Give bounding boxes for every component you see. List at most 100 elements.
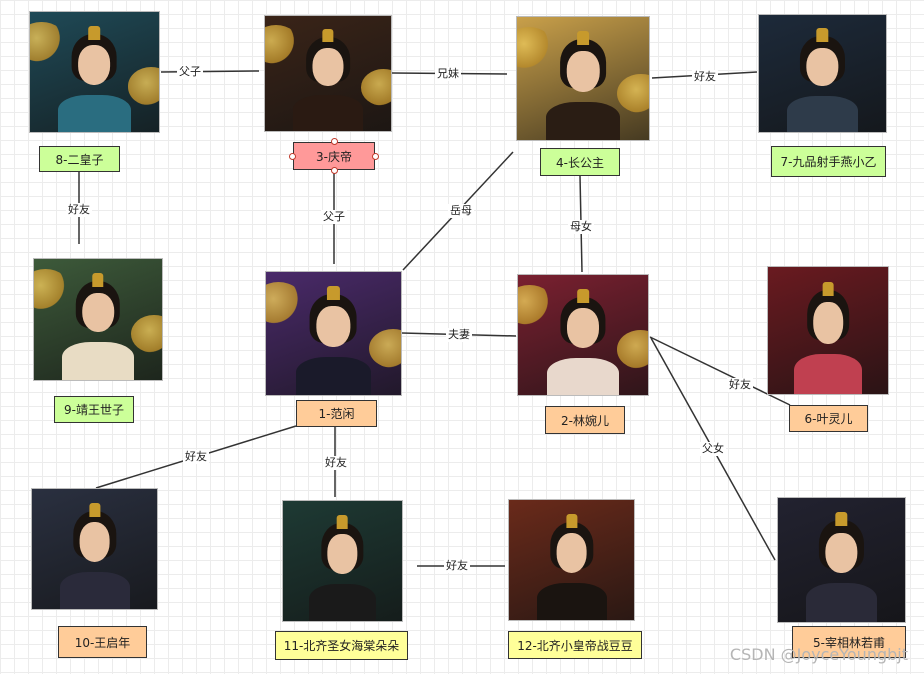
character-figure xyxy=(546,31,620,140)
node-label-n7[interactable]: 7-九品射手燕小乙 xyxy=(771,146,886,177)
crown-ornament xyxy=(835,512,848,527)
node-label-n11[interactable]: 11-北齐圣女海棠朵朵 xyxy=(275,631,408,660)
character-figure xyxy=(62,272,134,380)
crown-ornament xyxy=(577,288,589,303)
cloud-ornament xyxy=(131,314,162,354)
face xyxy=(79,522,110,562)
face xyxy=(566,51,600,92)
edge-n2-n6[interactable] xyxy=(649,336,791,406)
crown-ornament xyxy=(816,28,829,42)
portrait-n8[interactable] xyxy=(29,11,160,133)
node-label-n4[interactable]: 4-长公主 xyxy=(540,148,620,176)
crown-ornament xyxy=(822,281,834,297)
robe xyxy=(805,583,878,622)
robe xyxy=(58,94,131,132)
edge-label-n4-n2: 母女 xyxy=(568,220,594,234)
portrait-n3[interactable] xyxy=(264,15,392,132)
crown-ornament xyxy=(577,31,589,46)
face xyxy=(82,292,114,333)
edge-label-n1-n10: 好友 xyxy=(183,450,209,464)
crown-ornament xyxy=(92,272,104,287)
cloud-ornament xyxy=(617,73,649,113)
node-label-n5[interactable]: 5-宰相林若甫 xyxy=(792,626,906,658)
cloud-ornament xyxy=(616,330,648,369)
portrait-n9[interactable] xyxy=(33,258,163,381)
edge-label-n2-n5: 父女 xyxy=(700,442,726,456)
crown-ornament xyxy=(337,514,348,529)
character-figure xyxy=(292,29,364,131)
robe xyxy=(59,571,130,609)
robe xyxy=(536,582,607,620)
selection-handle[interactable] xyxy=(331,167,338,174)
robe xyxy=(62,342,134,380)
cloud-ornament xyxy=(128,67,159,106)
robe xyxy=(546,357,620,395)
portrait-n10[interactable] xyxy=(31,488,158,610)
character-figure xyxy=(295,286,372,395)
crown-ornament xyxy=(322,29,334,43)
node-label-n10[interactable]: 10-王启年 xyxy=(58,626,147,658)
portrait-n5[interactable] xyxy=(777,497,906,623)
face xyxy=(327,534,358,574)
cloud-ornament xyxy=(517,26,554,69)
edge-label-n4-n1: 岳母 xyxy=(448,204,474,218)
node-label-n1[interactable]: 1-范闲 xyxy=(296,400,377,427)
portrait-n7[interactable] xyxy=(758,14,887,133)
selection-handle[interactable] xyxy=(289,153,296,160)
robe xyxy=(309,583,376,621)
portrait-n12[interactable] xyxy=(508,499,635,621)
character-figure xyxy=(59,502,130,609)
edge-label-n4-n7: 好友 xyxy=(692,70,718,84)
robe xyxy=(786,95,859,132)
crown-ornament xyxy=(88,25,101,40)
character-figure xyxy=(786,28,859,132)
robe xyxy=(794,354,862,394)
character-figure xyxy=(546,288,620,395)
portrait-n2[interactable] xyxy=(517,274,649,396)
character-figure xyxy=(309,514,376,621)
edge-n8-n3[interactable] xyxy=(160,70,260,73)
face xyxy=(566,308,599,348)
edge-label-n2-n6: 好友 xyxy=(727,378,753,392)
node-label-n8[interactable]: 8-二皇子 xyxy=(39,146,120,172)
edge-label-n3-n4: 兄妹 xyxy=(435,67,461,81)
crown-ornament xyxy=(327,286,340,301)
cloud-ornament xyxy=(360,68,391,106)
robe xyxy=(292,95,364,131)
portrait-n11[interactable] xyxy=(282,500,403,622)
edge-label-n1-n2: 夫妻 xyxy=(446,328,472,342)
cloud-ornament xyxy=(266,281,304,324)
face xyxy=(312,48,344,86)
node-label-n12[interactable]: 12-北齐小皇帝战豆豆 xyxy=(508,631,642,659)
watermark: CSDN @JoyceYoungbjt xyxy=(729,645,908,664)
node-label-n2[interactable]: 2-林婉儿 xyxy=(545,406,625,434)
portrait-n6[interactable] xyxy=(767,266,889,395)
character-figure xyxy=(805,512,878,622)
node-label-n6[interactable]: 6-叶灵儿 xyxy=(789,405,868,432)
cloud-ornament xyxy=(34,268,70,310)
selection-handle[interactable] xyxy=(331,138,338,145)
face xyxy=(316,306,351,347)
face xyxy=(825,532,858,574)
character-figure xyxy=(794,281,862,394)
robe xyxy=(295,356,372,395)
face xyxy=(813,302,843,344)
cloud-ornament xyxy=(368,328,401,368)
face xyxy=(806,47,839,86)
edge-label-n8-n3: 父子 xyxy=(177,65,203,79)
robe xyxy=(546,101,620,140)
character-figure xyxy=(536,513,607,620)
node-label-n9[interactable]: 9-靖王世子 xyxy=(54,396,134,423)
edge-label-n8-n9: 好友 xyxy=(66,203,92,217)
crown-ornament xyxy=(565,513,578,528)
portrait-n1[interactable] xyxy=(265,271,402,396)
node-label-n3[interactable]: 3-庆帝 xyxy=(293,142,375,170)
edge-label-n11-n12: 好友 xyxy=(444,559,470,573)
character-figure xyxy=(58,25,131,132)
selection-handle[interactable] xyxy=(372,153,379,160)
edge-label-n3-n1: 父子 xyxy=(321,210,347,224)
face xyxy=(556,533,587,573)
crown-ornament xyxy=(88,502,101,517)
portrait-n4[interactable] xyxy=(516,16,650,141)
